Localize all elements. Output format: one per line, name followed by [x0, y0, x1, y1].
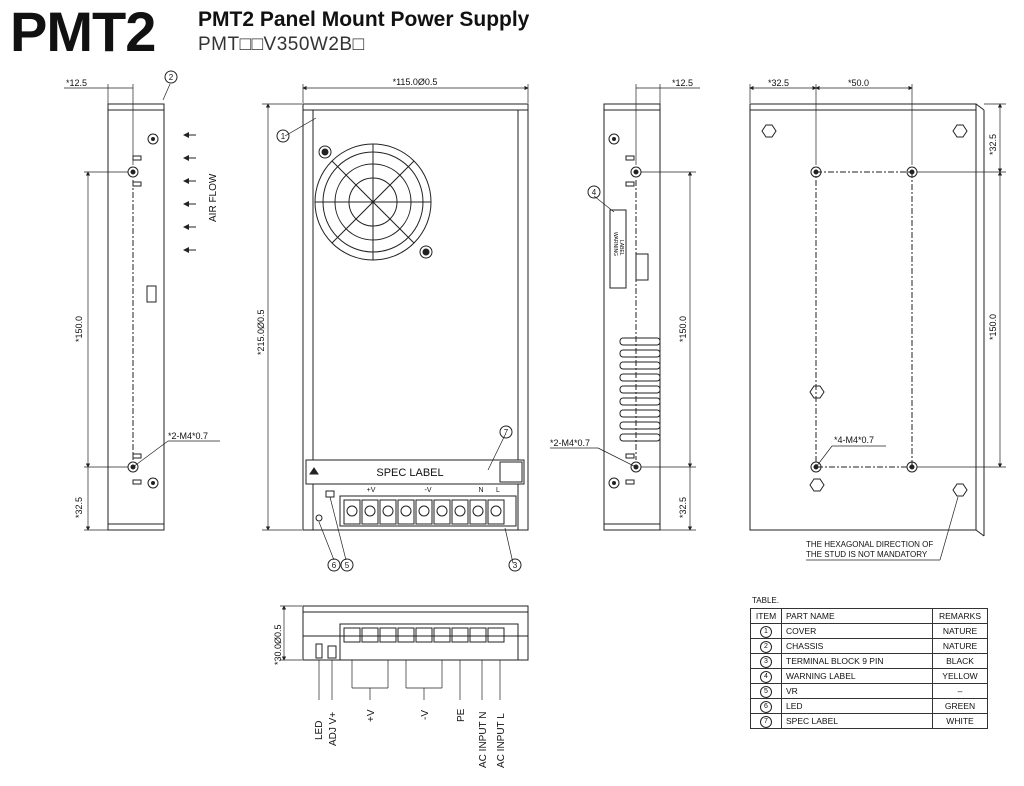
air-flow-label: AIR FLOW: [208, 173, 219, 222]
rear-view: [749, 84, 1006, 561]
callout-1: 1: [281, 132, 286, 141]
terminal-acn-label: AC INPUT N: [478, 712, 489, 769]
table-row: 7 SPEC LABEL WHITE: [750, 713, 988, 729]
terminal-acl-label: AC INPUT L: [496, 713, 507, 768]
hex-note-line2: THE STUD IS NOT MANDATORY: [806, 550, 928, 559]
parts-table: ITEM PART NAME REMARKS 1 COVER NATURE 2 …: [750, 608, 988, 729]
remark: BLACK: [932, 653, 988, 669]
m4-label-left: *2-M4*0.7: [168, 431, 208, 441]
item-number: 7: [760, 715, 772, 728]
hex-note-line1: THE HEXAGONAL DIRECTION OF: [806, 540, 933, 549]
part-name: LED: [781, 698, 933, 714]
warning-label-text: WARNING: [612, 232, 618, 256]
front-view: [262, 84, 529, 572]
callout-3: 3: [513, 561, 518, 570]
dim-50-rear: *50.0: [848, 78, 869, 88]
table-row: 1 COVER NATURE: [750, 623, 988, 639]
spec-label-text: SPEC LABEL: [376, 467, 443, 479]
mark-plus-v: +V: [367, 487, 376, 494]
callout-7: 7: [504, 428, 509, 437]
item-number: 6: [760, 700, 772, 713]
dim-32-5-rear: *32.5: [768, 78, 789, 88]
part-name: SPEC LABEL: [781, 713, 933, 729]
table-row: 5 VR –: [750, 683, 988, 699]
dim-150-rear: *150.0: [988, 314, 998, 340]
item-number: 1: [760, 625, 772, 638]
dim-115: *115.0Ø0.5: [393, 77, 438, 87]
part-name: CHASSIS: [781, 638, 933, 654]
part-number: PMT□□V350W2B□: [198, 34, 365, 55]
col-item: ITEM: [750, 608, 782, 624]
dim-150-right: *150.0: [678, 316, 688, 342]
vent-slots: [619, 337, 661, 442]
remark: GREEN: [932, 698, 988, 714]
mark-minus-v: -V: [425, 487, 432, 494]
remark: WHITE: [932, 713, 988, 729]
part-name: COVER: [781, 623, 933, 639]
dim-150-left: *150.0: [74, 316, 84, 342]
dim-30: *30.0Ø0.5: [273, 624, 283, 665]
table-row: 2 CHASSIS NATURE: [750, 638, 988, 654]
callout-4: 4: [592, 188, 597, 197]
remark: NATURE: [932, 623, 988, 639]
terminal-minus-v-label: -V: [420, 710, 431, 720]
terminal-plus-v-label: +V: [366, 709, 377, 722]
terminal-adj-label: ADJ V+: [328, 712, 339, 746]
dim-32-5-right: *32.5: [678, 497, 688, 518]
terminal-screws-front: [343, 499, 505, 525]
part-name: WARNING LABEL: [781, 668, 933, 684]
table-header-row: ITEM PART NAME REMARKS: [750, 608, 988, 624]
item-number: 3: [760, 655, 772, 668]
table-row: 4 WARNING LABEL YELLOW: [750, 668, 988, 684]
remark: NATURE: [932, 638, 988, 654]
part-name: VR: [781, 683, 933, 699]
table-caption: TABLE.: [752, 596, 779, 605]
bottom-view: [280, 605, 529, 700]
col-remarks: REMARKS: [932, 608, 988, 624]
m4-label-right: *2-M4*0.7: [550, 438, 590, 448]
dim-12-5-left: *12.5: [66, 78, 87, 88]
col-part-name: PART NAME: [781, 608, 933, 624]
warning-label-small: LABEL: [618, 240, 624, 256]
remark: YELLOW: [932, 668, 988, 684]
model-name: PMT2: [10, 0, 156, 63]
dim-32-5-left: *32.5: [74, 497, 84, 518]
terminal-led-label: LED: [314, 721, 325, 740]
m4-label-rear: *4-M4*0.7: [834, 435, 874, 445]
table-row: 3 TERMINAL BLOCK 9 PIN BLACK: [750, 653, 988, 669]
dim-215: *215.0Ø0.5: [256, 309, 266, 355]
remark: –: [932, 683, 988, 699]
item-number: 2: [760, 640, 772, 653]
part-name: TERMINAL BLOCK 9 PIN: [781, 653, 933, 669]
item-number: 5: [760, 685, 772, 698]
mark-l: L: [496, 487, 500, 494]
dim-32-5-rear-v: *32.5: [988, 134, 998, 155]
callout-6: 6: [332, 561, 337, 570]
right-side-view: [550, 84, 700, 531]
item-number: 4: [760, 670, 772, 683]
callout-5: 5: [345, 561, 350, 570]
table-row: 6 LED GREEN: [750, 698, 988, 714]
page-title: PMT2 Panel Mount Power Supply: [198, 8, 530, 31]
left-side-view: [64, 70, 220, 531]
dim-12-5-right: *12.5: [672, 78, 693, 88]
mark-n: N: [478, 487, 483, 494]
terminal-pe-label: PE: [456, 708, 467, 722]
callout-2: 2: [169, 73, 174, 82]
